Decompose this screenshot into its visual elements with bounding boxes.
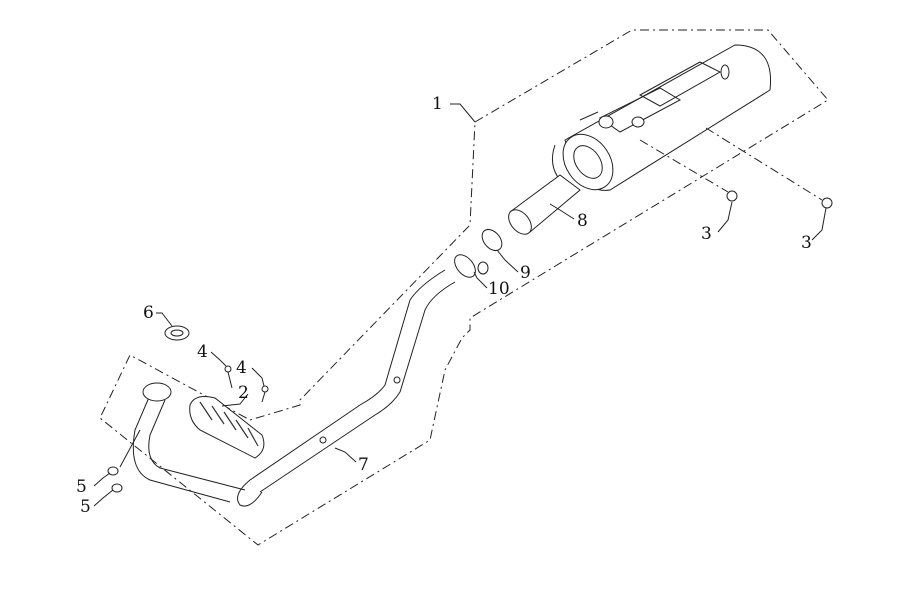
- muffler: [551, 44, 772, 191]
- callout-10: 10: [488, 279, 510, 299]
- heat-shield-2: [189, 396, 265, 459]
- callout-1: 1: [432, 94, 443, 114]
- callout-3-left: 3: [701, 224, 712, 244]
- callout-5-lower: 5: [80, 497, 91, 517]
- callout-5-upper: 5: [76, 477, 87, 497]
- callout-7: 7: [358, 455, 369, 475]
- callout-2: 2: [238, 383, 249, 403]
- muffler-inlet-pipe: [508, 174, 581, 235]
- clamp-10: [454, 254, 489, 278]
- screws-4: [224, 365, 269, 403]
- callout-leaders: [93, 103, 827, 507]
- callout-9: 9: [520, 263, 531, 283]
- nuts-5: [107, 429, 141, 493]
- callout-3-right: 3: [801, 233, 812, 253]
- gasket-9: [481, 228, 503, 252]
- exhaust-pipe-7: [132, 269, 456, 507]
- bolts-3: [639, 127, 833, 209]
- callout-8: 8: [577, 211, 588, 231]
- callout-4-left: 4: [197, 342, 208, 362]
- callout-4-right: 4: [236, 358, 247, 378]
- callout-6: 6: [143, 303, 154, 323]
- gasket-6: [164, 325, 190, 341]
- callout-labels: 1 2 3 3 4 4 5 5 6 7 8 9 10: [76, 94, 812, 517]
